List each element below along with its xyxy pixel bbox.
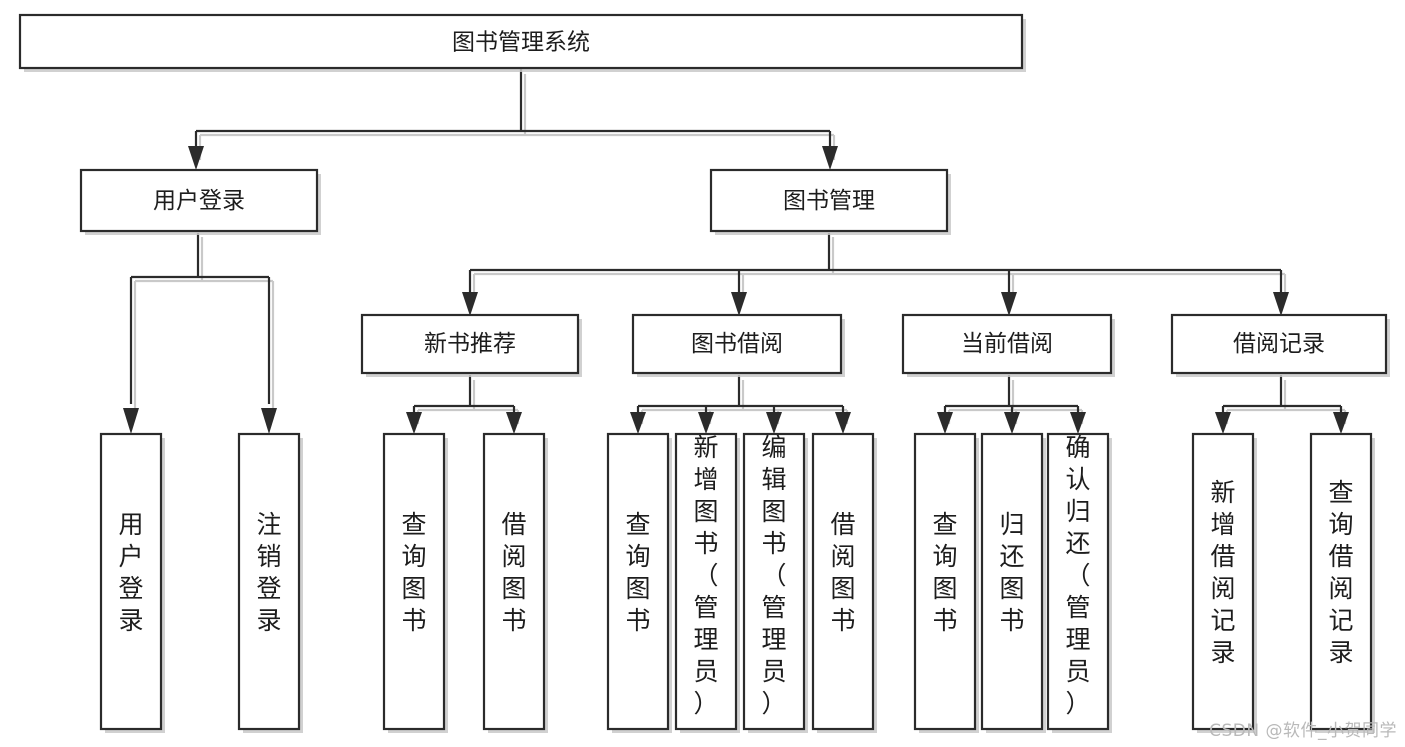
leaf-confirm-return-admin[interactable]: 确认归还（管理员） (1046, 432, 1112, 733)
book-borrow-label: 图书借阅 (691, 331, 783, 357)
leaf-box (237, 432, 301, 731)
arrow-to-book-borrow (731, 292, 747, 316)
leaf-logout[interactable]: 注销登录 (237, 432, 303, 733)
leaf-box (482, 432, 546, 731)
edge-shadow-book-manage (472, 237, 1287, 298)
leaf-box (913, 432, 977, 731)
root-label: 图书管理系统 (452, 30, 590, 56)
leaf-box (1191, 432, 1255, 731)
leaf-borrow-book-bb[interactable]: 借阅图书 (811, 432, 877, 733)
leaf-query-borrow-record[interactable]: 查询借阅记录 (1309, 432, 1375, 733)
arrow-br-leaf-1 (1215, 412, 1231, 434)
book-manage-label: 图书管理 (783, 188, 875, 214)
leaf-box (811, 432, 875, 731)
edges-layer (123, 68, 1349, 434)
leaf-label: 新增借阅记录 (1210, 478, 1235, 667)
arrow-bb-leaf-2 (698, 412, 714, 434)
arrow-cb-leaf-3 (1070, 412, 1086, 434)
arrow-bb-leaf-3 (766, 412, 782, 434)
arrow-to-book-manage (822, 146, 838, 170)
arrow-to-current-borrow (1001, 292, 1017, 316)
arrow-bb-leaf-1 (630, 412, 646, 434)
edge-borrow-record-to-leaves (1221, 375, 1343, 420)
node-current-borrow[interactable]: 当前借阅 (901, 313, 1115, 377)
leaf-box (1046, 432, 1110, 731)
arrow-nbr-leaf-1 (406, 412, 422, 434)
leaf-label: 归还图书 (999, 510, 1024, 635)
new-book-rec-label: 新书推荐 (424, 331, 516, 357)
leaf-label: 借阅图书 (501, 510, 526, 635)
edge-shadow-book-borrow (640, 380, 849, 424)
arrow-to-leaf-user-login (123, 408, 139, 434)
csdn-watermark: CSDN @软件_小贺同学 (1209, 721, 1397, 741)
leaf-query-book-bb[interactable]: 查询图书 (606, 432, 672, 733)
leaf-label: 编辑图书（管理员） (761, 433, 786, 718)
leaf-query-book-nbr[interactable]: 查询图书 (382, 432, 448, 733)
leaf-add-borrow-record[interactable]: 新增借阅记录 (1191, 432, 1257, 733)
leaf-label: 查询图书 (401, 510, 426, 635)
node-user-login[interactable]: 用户登录 (79, 168, 321, 235)
edge-user-login-to-leaves (129, 233, 271, 404)
node-book-borrow[interactable]: 图书借阅 (631, 313, 845, 377)
borrow-record-label: 借阅记录 (1233, 331, 1325, 357)
leaf-add-book-admin[interactable]: 新增图书（管理员） (674, 432, 740, 733)
leaf-box (606, 432, 670, 731)
borrow-record-box (1170, 313, 1388, 375)
node-book-manage[interactable]: 图书管理 (709, 168, 951, 235)
edge-root-to-level1 (194, 68, 832, 156)
arrow-br-leaf-2 (1333, 412, 1349, 434)
user-login-label: 用户登录 (153, 188, 245, 214)
arrow-nbr-leaf-2 (506, 412, 522, 434)
arrow-cb-leaf-1 (937, 412, 953, 434)
arrow-to-borrow-record (1273, 292, 1289, 316)
leaf-label: 用户登录 (118, 510, 143, 635)
leaf-box (382, 432, 446, 731)
edge-new-book-rec-to-leaves (412, 375, 516, 420)
leaf-return-book[interactable]: 归还图书 (980, 432, 1046, 733)
edge-shadow-user-login (133, 237, 275, 408)
arrow-to-new-book-rec (462, 292, 478, 316)
edge-book-manage-to-level2 (468, 233, 1283, 294)
leaf-box (1309, 432, 1373, 731)
node-new-book-recommend[interactable]: 新书推荐 (360, 313, 582, 377)
edge-shadow-root (198, 74, 836, 160)
leaf-box (980, 432, 1044, 731)
arrow-cb-leaf-2 (1004, 412, 1020, 434)
current-borrow-label: 当前借阅 (961, 331, 1053, 357)
leaf-box (674, 432, 738, 731)
arrow-to-leaf-logout (261, 408, 277, 434)
arrow-bb-leaf-4 (835, 412, 851, 434)
edge-shadow-new-book-rec (416, 380, 520, 424)
leaf-label: 新增图书（管理员） (693, 433, 718, 718)
root-box (18, 13, 1024, 70)
leaf-label: 注销登录 (256, 510, 281, 635)
edge-book-borrow-to-leaves (636, 375, 845, 420)
book-manage-box (709, 168, 949, 233)
node-borrow-record[interactable]: 借阅记录 (1170, 313, 1390, 377)
book-borrow-box (631, 313, 843, 375)
leaf-box (99, 432, 163, 731)
new-book-rec-box (360, 313, 580, 375)
leaf-box (742, 432, 806, 731)
leaf-label: 确认归还（管理员） (1065, 433, 1090, 718)
edge-shadow-borrow-record (1225, 380, 1347, 424)
leaf-label: 查询图书 (625, 510, 650, 635)
leaf-label: 查询借阅记录 (1328, 478, 1353, 667)
leaf-borrow-book-nbr[interactable]: 借阅图书 (482, 432, 548, 733)
arrow-to-user-login (188, 146, 204, 170)
user-login-box (79, 168, 319, 233)
leaf-edit-book-admin[interactable]: 编辑图书（管理员） (742, 432, 808, 733)
leaf-label: 借阅图书 (830, 510, 855, 635)
leaf-user-login[interactable]: 用户登录 (99, 432, 165, 733)
current-borrow-box (901, 313, 1113, 375)
node-root[interactable]: 图书管理系统 (18, 13, 1026, 72)
leaf-query-book-cb[interactable]: 查询图书 (913, 432, 979, 733)
leaf-label: 查询图书 (932, 510, 957, 635)
